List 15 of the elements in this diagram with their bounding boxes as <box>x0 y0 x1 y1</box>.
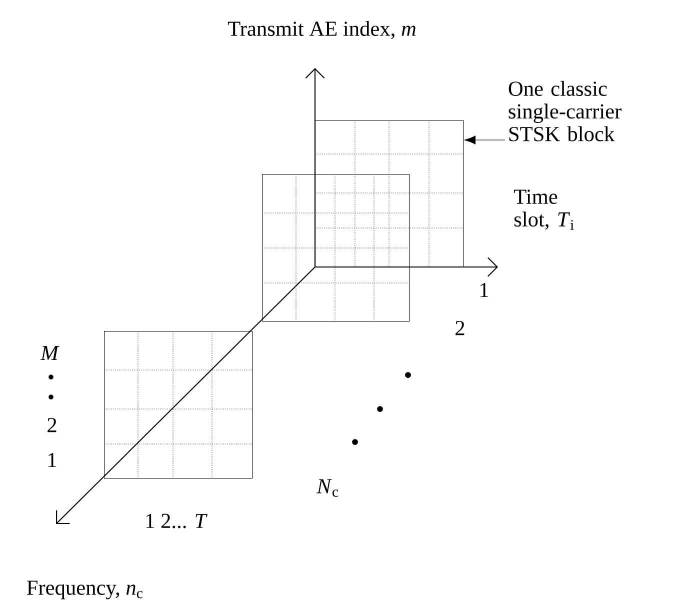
tick-label: 2 <box>48 418 56 432</box>
grid-block <box>104 330 253 479</box>
tick-label: N$_{c}$ <box>316 479 338 497</box>
leader-arrow <box>464 136 506 144</box>
tick-label: 2 <box>456 320 464 336</box>
tick-label: 1 <box>48 452 56 468</box>
tick-label: 1 2... T <box>146 514 208 528</box>
tick-label: 1 <box>480 282 488 298</box>
axis-label: Frequency, n$_{c}$ <box>26 580 143 600</box>
callout-text: One classic single-carrier STSK block <box>508 80 622 142</box>
axis-label: Time slot, T$_{i}$ <box>514 190 574 230</box>
grid-block <box>262 174 410 322</box>
axis-label: Transmit AE index, m <box>228 20 416 40</box>
grid-block <box>314 120 464 268</box>
tick-label: M <box>40 346 60 360</box>
